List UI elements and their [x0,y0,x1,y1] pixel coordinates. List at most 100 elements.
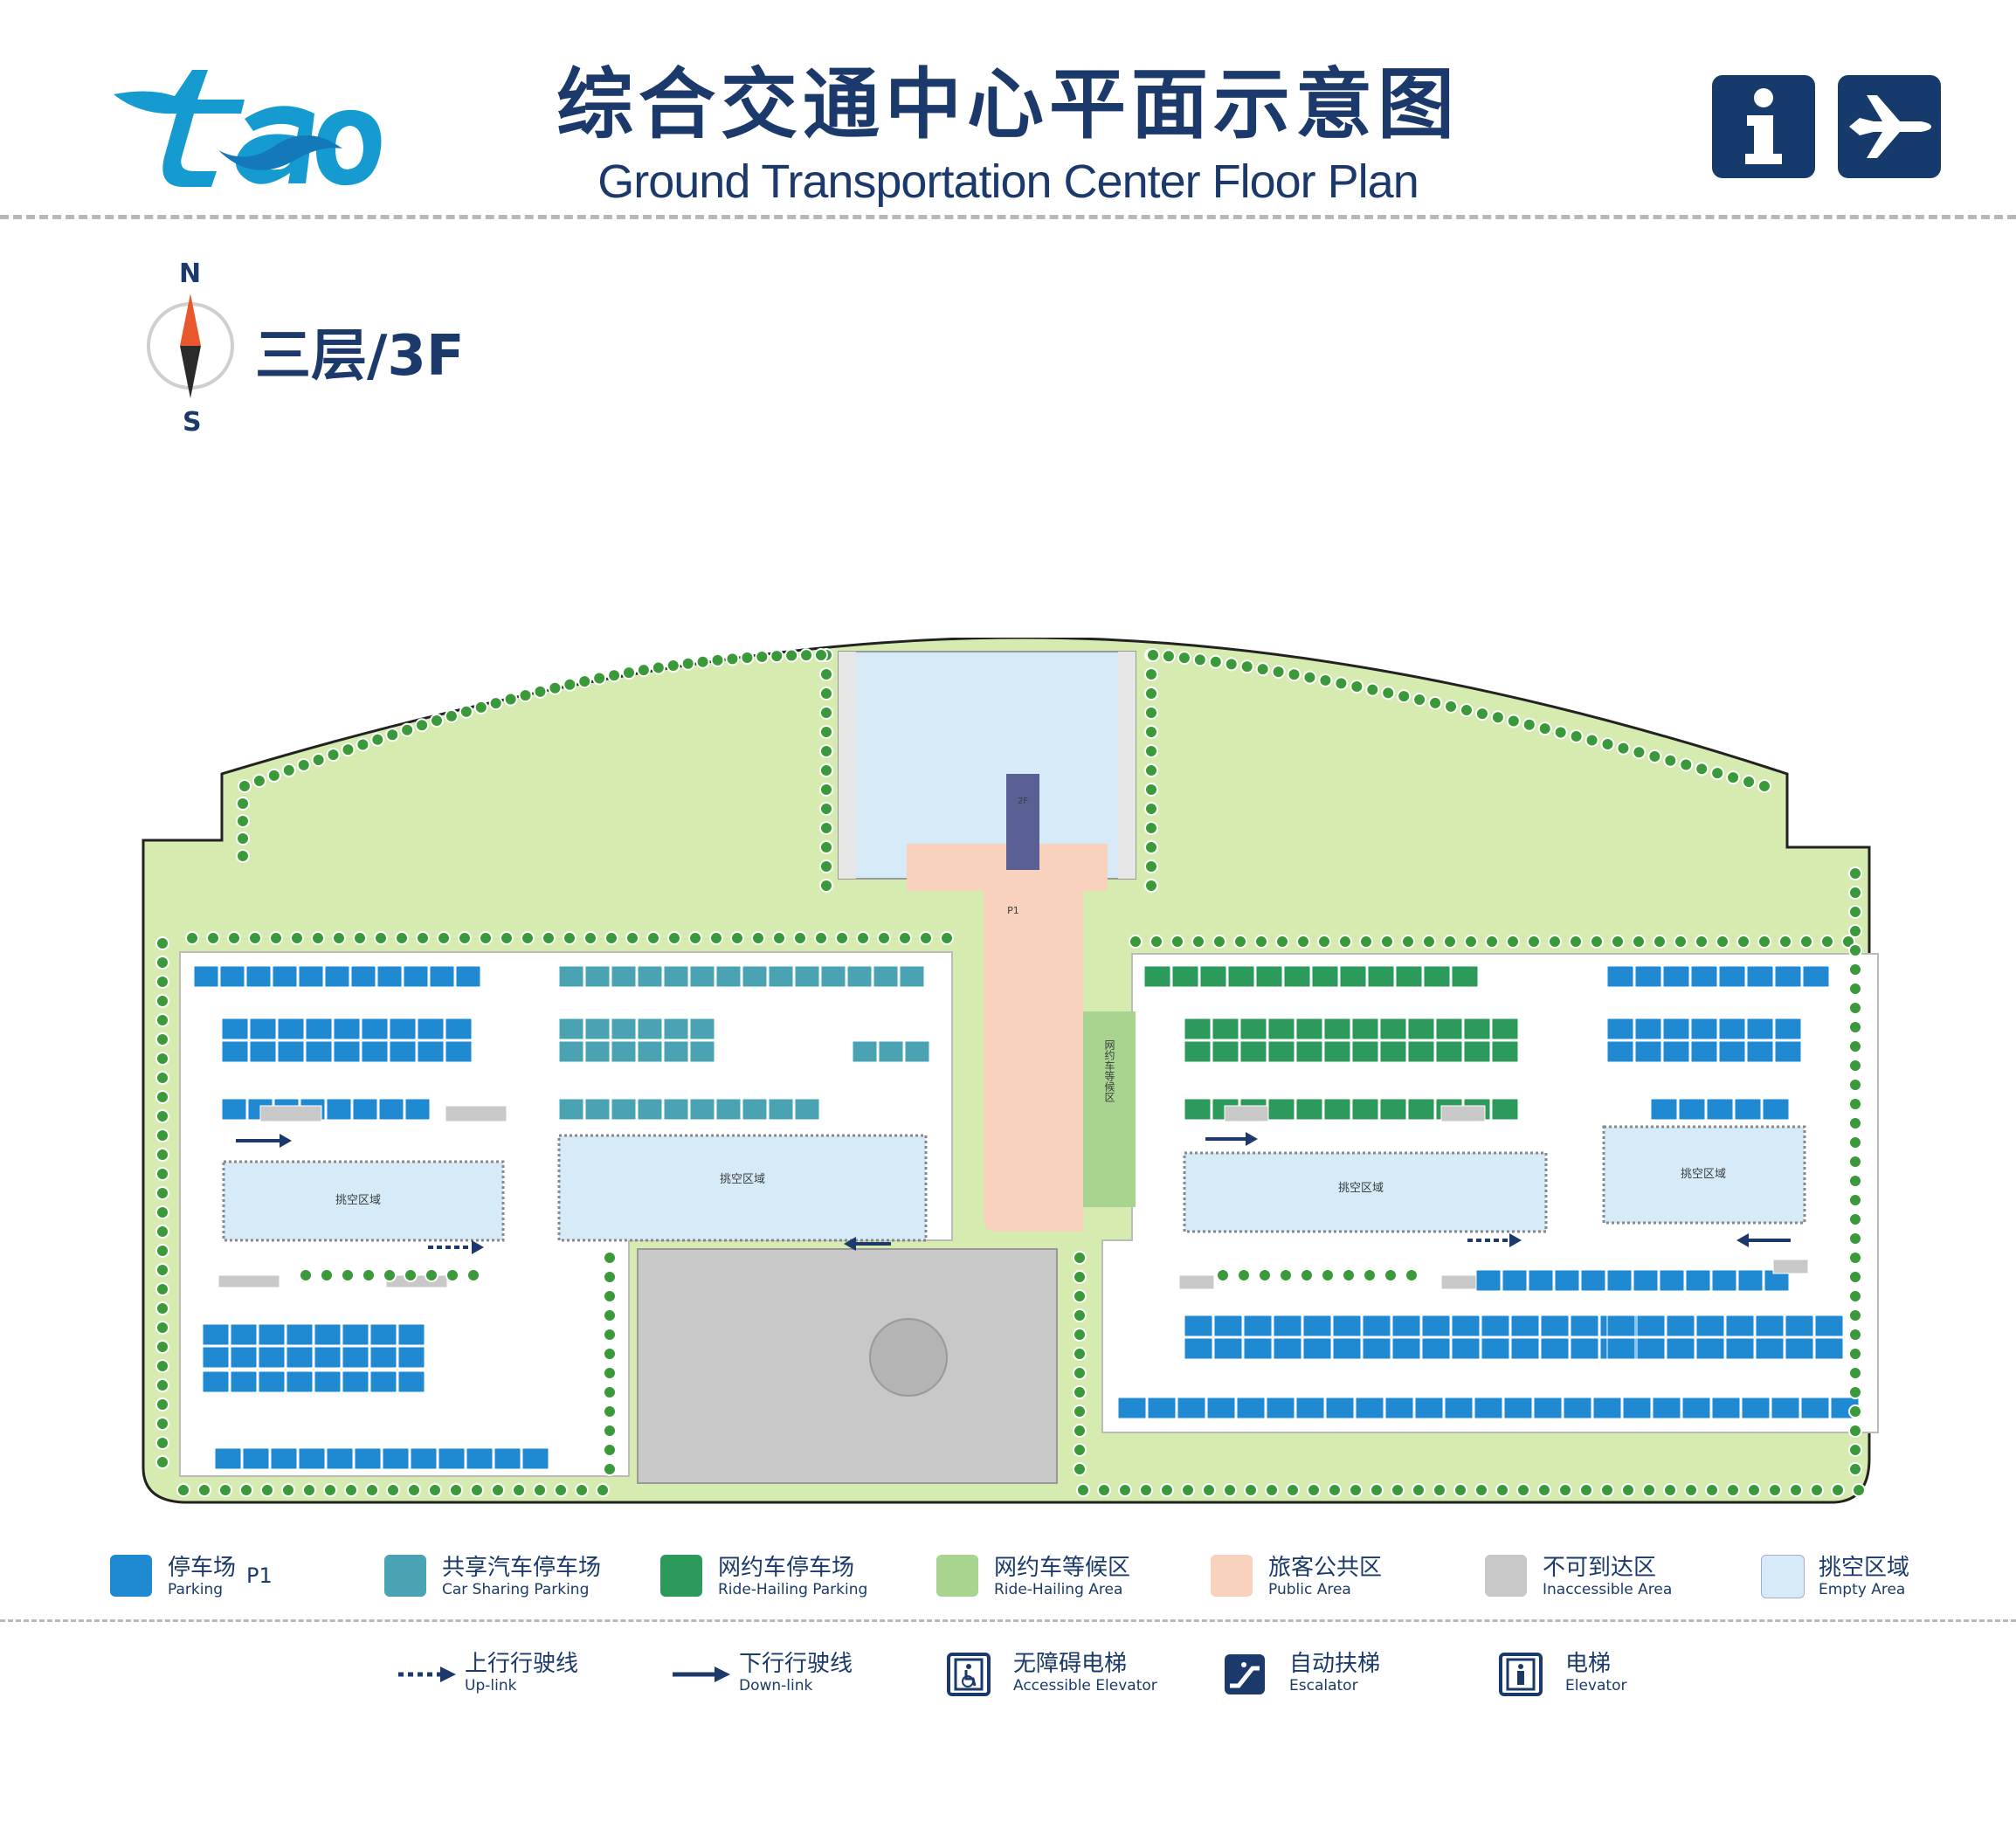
tree [362,1268,376,1282]
tree [488,696,503,711]
parking-space [1725,1315,1755,1337]
car-sharing-space [742,965,768,988]
parking-space [1606,1337,1636,1360]
p1-marker-label: P1 [1007,905,1019,916]
car-sharing-space [584,1098,611,1121]
tree [819,706,833,720]
tree [1144,821,1158,835]
tree [1848,982,1862,996]
tree [155,1417,169,1431]
car-sharing-space [689,1040,715,1063]
ride-hailing-space [1351,1098,1379,1121]
tree [667,931,681,945]
tree [1422,935,1436,949]
tree [1453,1483,1467,1497]
parking-space [1711,1397,1741,1419]
tree [425,1268,438,1282]
legend-empty-area: 挑空区域 Empty Area [1761,1549,1936,1602]
tree [1216,1268,1230,1282]
east-walkway [1118,652,1136,879]
tree [1726,1483,1740,1497]
tree [290,931,304,945]
tree [554,1483,568,1497]
arrow-head [844,1237,856,1251]
public-area-swatch [1211,1555,1253,1597]
car-sharing-space [794,965,820,988]
parking-space [1718,1040,1746,1063]
parking-space [202,1323,230,1346]
tree [819,840,833,854]
driving-lines [236,1132,1791,1254]
atrium-3 [1183,1151,1548,1233]
tree [155,1167,169,1181]
central-dome [869,1318,948,1397]
parking-space [403,965,429,988]
tree [155,1013,169,1027]
tree [374,931,388,945]
tree [725,652,740,666]
tree [1307,1483,1321,1497]
parking-space [298,1447,326,1470]
tree [385,728,400,742]
parking-space [1755,1315,1785,1337]
info-icon[interactable] [1712,75,1815,178]
tree [341,1268,355,1282]
parking-space [314,1370,342,1393]
tree [386,1483,400,1497]
parking-space [1481,1337,1510,1360]
parking-space [1606,1269,1633,1292]
parking-space [361,1040,389,1063]
tree [1160,1483,1174,1497]
legend-empty-area-en: Empty Area [1819,1581,1906,1598]
tree [636,663,651,678]
tree [603,1424,617,1438]
ride-hailing-space [1463,1040,1491,1063]
tree [542,931,556,945]
parking-space [1652,1397,1681,1419]
parking-space [324,965,350,988]
tree [236,814,250,828]
ride-hailing-space [1323,1018,1351,1040]
tree [1428,695,1443,710]
parking-space [1681,1397,1711,1419]
ride-hailing-space [1463,1018,1491,1040]
tree [1647,749,1662,763]
parking-space [230,1346,258,1369]
public-area [907,844,1108,1232]
tree [784,648,799,663]
tree [1632,935,1646,949]
tree [473,700,488,714]
tree [1848,963,1862,977]
tree [1600,1483,1614,1497]
tree [1073,1308,1087,1322]
parking-space [1592,1397,1622,1419]
ride-hailing-space [1311,965,1339,988]
parking-space [333,1040,361,1063]
parking-space [298,965,324,988]
parking-space [1451,1337,1481,1360]
car-sharing-space [611,965,637,988]
tree [1076,1483,1090,1497]
ride-hailing-space [1339,965,1367,988]
parking-space [342,1346,369,1369]
tree [646,931,660,945]
tree [344,1483,358,1497]
tree [320,1268,334,1282]
tree [458,931,472,945]
tree [1237,1268,1251,1282]
tree [1848,1270,1862,1284]
airplane-icon[interactable] [1838,75,1941,178]
tree [603,1443,617,1457]
tree [332,931,346,945]
parking-space [333,1018,361,1040]
tree [583,931,597,945]
legend-divider [0,1619,2016,1622]
parking-space [1718,1018,1746,1040]
parking-space [1636,1337,1666,1360]
legend-car-sharing-en: Car Sharing Parking [442,1581,590,1598]
parking-space [1580,1269,1606,1292]
car-sharing-space [846,965,873,988]
tree [1202,1483,1216,1497]
arrow-head [1246,1132,1258,1146]
parking-space [1718,965,1746,988]
